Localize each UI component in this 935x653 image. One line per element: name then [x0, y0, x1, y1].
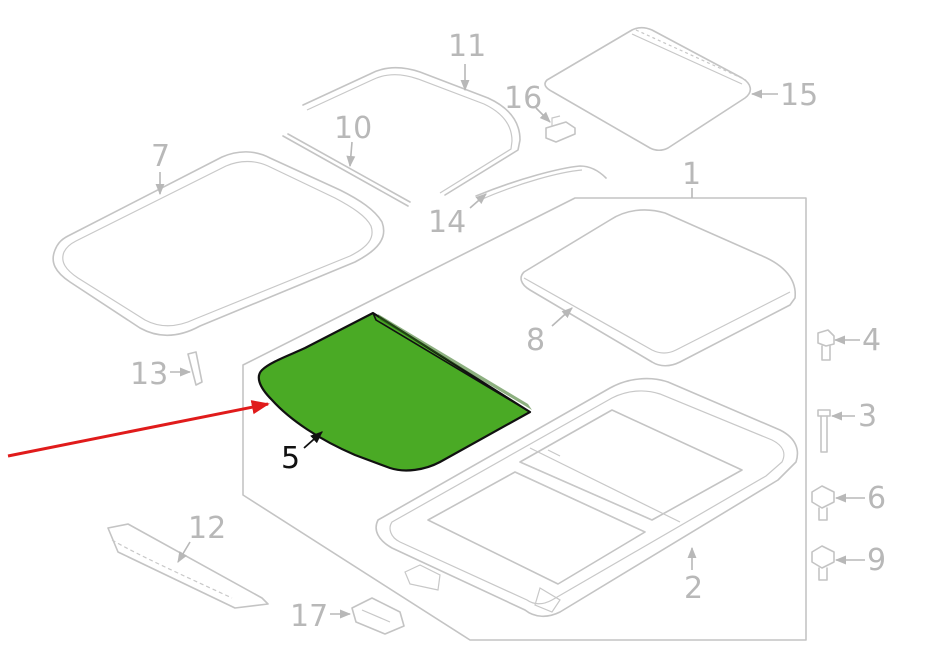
- label-part-15: 15: [780, 78, 818, 113]
- leader-5: [303, 431, 323, 449]
- leader-8: [551, 307, 573, 327]
- label-part-9: 9: [867, 543, 886, 578]
- part-11-deflector: [302, 66, 521, 196]
- part-7-seal: [52, 151, 385, 337]
- part-10-strip: [282, 133, 411, 207]
- label-part-12: 12: [188, 511, 226, 546]
- leader-10: [346, 141, 356, 168]
- red-pointer-arrow: [7, 400, 270, 458]
- label-part-5: 5: [281, 441, 300, 476]
- part-5-glass-edge-shade: [378, 314, 532, 410]
- label-part-6: 6: [867, 481, 886, 516]
- part-5-glass-highlighted[interactable]: [257, 311, 532, 472]
- label-part-16: 16: [504, 81, 542, 116]
- part-8-glass-panel: [520, 209, 796, 367]
- part-12-trim: [107, 523, 269, 609]
- label-part-7: 7: [151, 139, 170, 174]
- part-16-clip: [545, 115, 576, 143]
- part-5-glass-edge: [372, 312, 531, 413]
- label-part-4: 4: [862, 323, 881, 358]
- label-part-8: 8: [526, 323, 545, 358]
- label-part-11: 11: [448, 29, 486, 64]
- bolt-3: [817, 409, 831, 453]
- part-17-motor: [351, 597, 405, 635]
- label-part-17: 17: [290, 599, 328, 634]
- part-13-pin: [187, 351, 203, 386]
- bolt-9: [811, 545, 835, 581]
- label-part-1: 1: [682, 157, 701, 192]
- label-part-3: 3: [858, 399, 877, 434]
- leader-16: [535, 107, 551, 123]
- bolt-6: [811, 485, 835, 521]
- part-14-cable: [475, 165, 607, 201]
- leader-14: [469, 193, 487, 209]
- label-part-14: 14: [428, 205, 466, 240]
- assembly-boundary: [242, 197, 807, 641]
- part-2-frame: [375, 377, 799, 618]
- leader-12: [177, 541, 191, 563]
- label-part-10: 10: [334, 111, 372, 146]
- part-15-sunshade: [544, 26, 752, 152]
- label-part-2: 2: [684, 571, 703, 606]
- label-part-13: 13: [130, 357, 168, 392]
- bolt-4: [817, 329, 835, 361]
